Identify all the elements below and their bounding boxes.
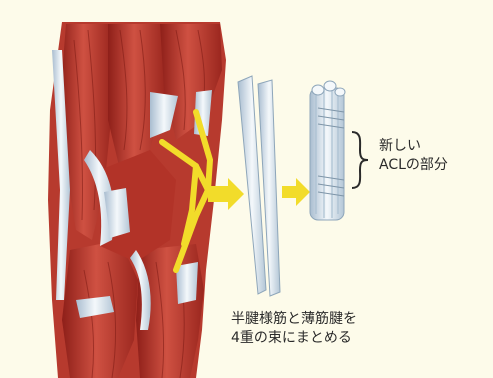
new-acl-label-line1: 新しい: [379, 137, 448, 156]
new-acl-label-line2: ACLの部分: [379, 156, 448, 175]
quadruple-tendon-bundle: [310, 81, 345, 220]
bundle-caption: 半腱様筋と薄筋腱を 4重の束にまとめる: [231, 310, 357, 348]
bundle-caption-line1: 半腱様筋と薄筋腱を: [231, 310, 357, 329]
curly-brace: [352, 132, 368, 188]
new-acl-label: 新しい ACLの部分: [379, 137, 448, 175]
arrow-icon-2: [282, 178, 310, 206]
harvested-tendons: [238, 76, 280, 296]
bundle-caption-line2: 4重の束にまとめる: [231, 329, 357, 348]
knee-muscle-illustration: [48, 22, 226, 378]
